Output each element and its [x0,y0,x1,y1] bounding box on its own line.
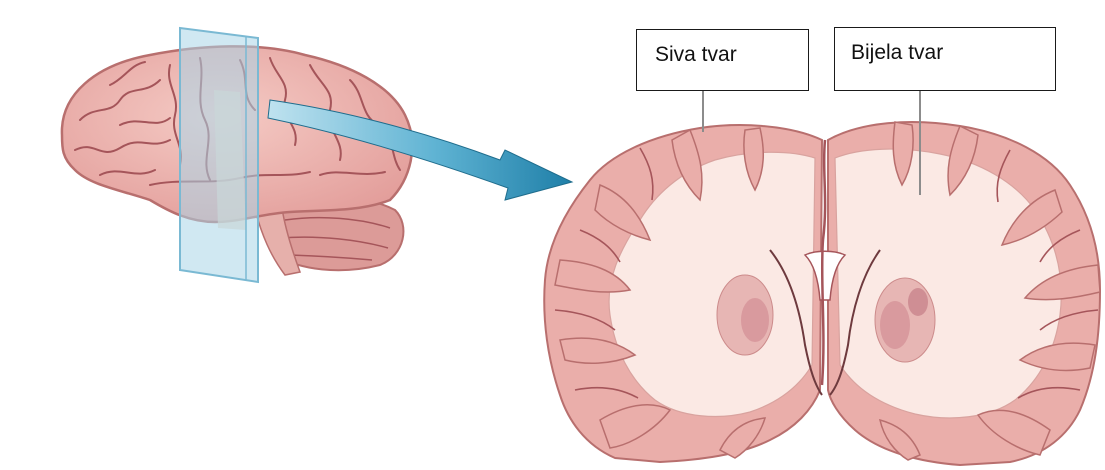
white-matter-label: Bijela tvar [834,27,1056,91]
white-matter-label-text: Bijela tvar [851,41,943,64]
coronal-slice-icon [544,122,1100,465]
gray-matter-label: Siva tvar [636,29,809,91]
gray-matter-label-text: Siva tvar [655,43,737,66]
coronal-cutting-plane [180,28,258,282]
